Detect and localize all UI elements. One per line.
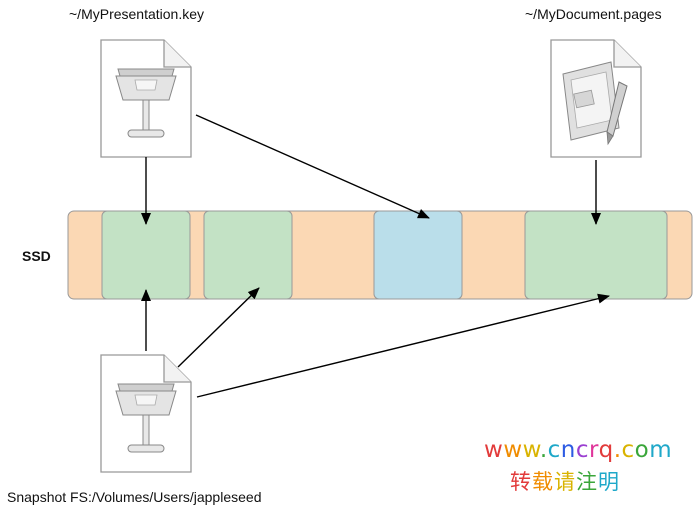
watermark-text: 转载请注明 <box>510 470 620 494</box>
ssd-block-blue <box>373 210 463 300</box>
ssd-block-green-1 <box>101 210 191 300</box>
arrow-snapshot-to-green-2 <box>177 287 260 368</box>
ssd-label: SSD <box>22 248 51 264</box>
keynote-file-icon <box>100 39 192 158</box>
arrow-presentation-to-blue <box>195 114 430 219</box>
watermark-url: www.cncrq.com <box>484 437 673 463</box>
ssd-block-green-2 <box>203 210 293 300</box>
ssd-strip <box>67 210 693 300</box>
snapshot-label: Snapshot FS:/Volumes/Users/jappleseed <box>7 489 262 505</box>
arrow-snapshot-to-green-3 <box>196 293 610 398</box>
snapshot-keynote-file-icon <box>100 354 192 473</box>
presentation-file-label: ~/MyPresentation.key <box>69 6 205 22</box>
arrows <box>141 114 610 398</box>
document-file-label: ~/MyDocument.pages <box>525 6 662 22</box>
pages-file-icon <box>550 39 642 158</box>
ssd-block-green-3 <box>524 210 668 300</box>
